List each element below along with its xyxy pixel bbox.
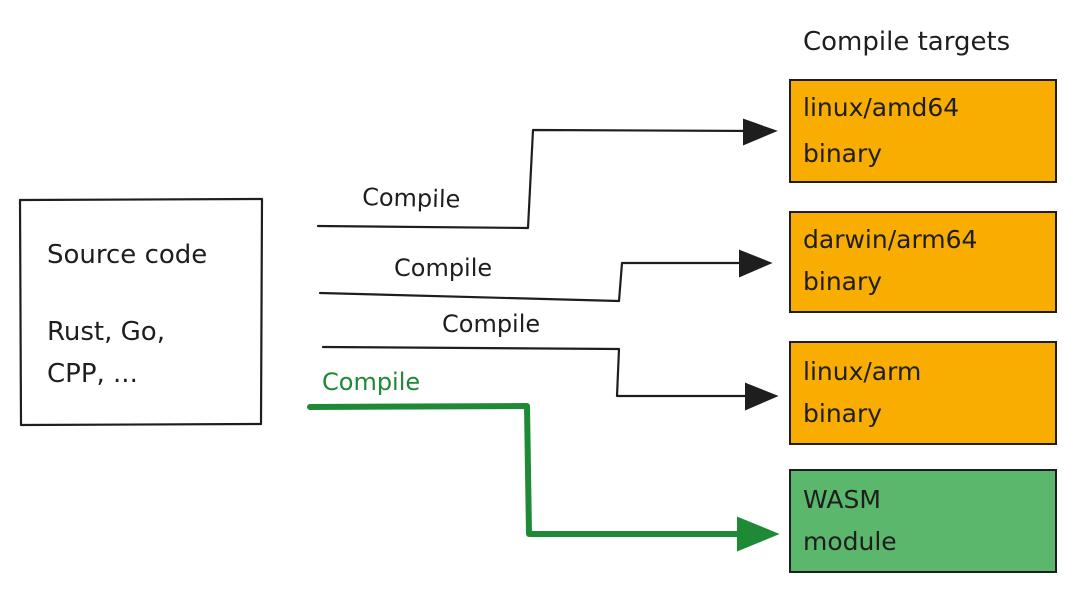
source-langs-line1: Rust, Go,	[47, 317, 165, 347]
edge-label: Compile	[362, 183, 461, 214]
edge-label: Compile	[442, 310, 540, 338]
source-code-box: Source code Rust, Go, CPP, ...	[18, 197, 264, 427]
target-box	[789, 211, 1057, 313]
edge-label-highlighted: Compile	[322, 368, 420, 396]
compile-edge-linux-arm: Compile	[321, 310, 779, 411]
compile-edge-darwin-arm64: Compile	[318, 249, 773, 303]
target-label-line1: WASM	[803, 485, 881, 514]
arrowhead-icon	[745, 382, 779, 411]
target-box	[789, 469, 1057, 573]
source-langs-line2: CPP, ...	[47, 359, 138, 389]
target-box	[789, 79, 1057, 183]
target-darwin-arm64: darwin/arm64 binary	[789, 211, 1057, 313]
targets-title: Compile targets	[803, 27, 1010, 57]
compile-edge-wasm-highlighted: Compile	[307, 368, 780, 552]
arrowhead-icon	[737, 516, 780, 552]
target-label-line1: linux/amd64	[803, 93, 959, 122]
target-box	[789, 341, 1057, 445]
target-label-line2: binary	[803, 399, 882, 428]
target-label-line2: module	[803, 527, 897, 556]
compile-edge-linux-amd64: Compile	[316, 118, 778, 230]
edge-label: Compile	[394, 254, 492, 282]
arrowhead-icon	[743, 118, 778, 146]
target-wasm-module: WASM module	[789, 469, 1057, 573]
arrowhead-icon	[739, 249, 773, 278]
target-label-line2: binary	[803, 267, 882, 296]
target-linux-arm: linux/arm binary	[789, 341, 1057, 445]
target-label-line2: binary	[803, 139, 882, 168]
target-label-line1: darwin/arm64	[803, 225, 977, 254]
source-title: Source code	[47, 240, 207, 270]
target-label-line1: linux/arm	[803, 357, 921, 386]
target-linux-amd64: linux/amd64 binary	[789, 79, 1057, 183]
